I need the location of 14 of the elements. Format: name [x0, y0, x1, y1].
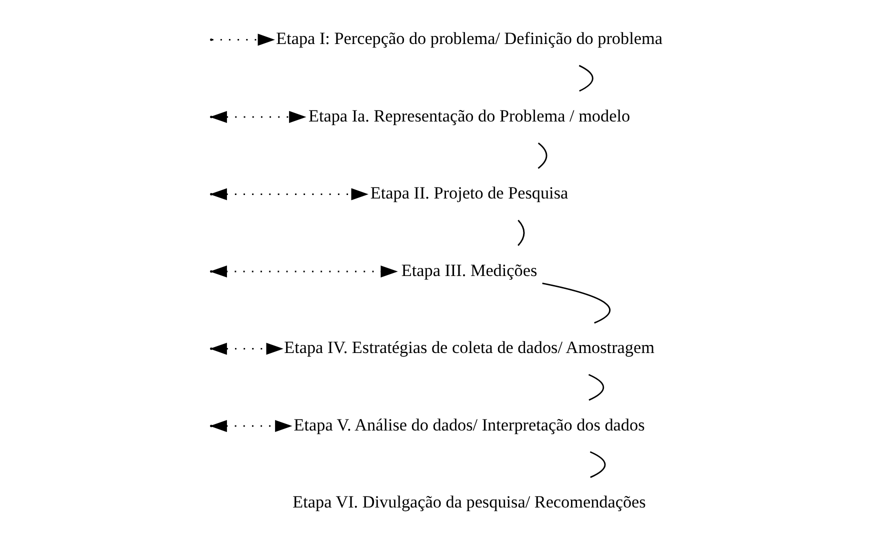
- node-text: Etapa VI. Divulgação da pesquisa/ Recomendações: [292, 492, 646, 512]
- connector: [588, 374, 604, 401]
- connector: [578, 64, 594, 92]
- node-text: Etapa IV. Estratégias de coleta de dados/ Amostragem: [284, 338, 654, 358]
- connector: [518, 220, 525, 246]
- node-text: Etapa I: Percepção do problema/ Definição do problema: [276, 29, 662, 48]
- connector: [538, 142, 548, 169]
- node-text: Etapa Ia. Representação do Problema / modelo: [308, 106, 630, 126]
- node-text: Etapa II. Projeto de Pesquisa: [370, 184, 568, 203]
- node-text: Etapa III. Medições: [401, 260, 538, 280]
- arrow: [212, 34, 275, 46]
- node-text: Etapa V. Análise do dados/ Interpretação dos dados: [294, 415, 645, 434]
- connector: [590, 451, 606, 478]
- connector: [542, 282, 610, 324]
